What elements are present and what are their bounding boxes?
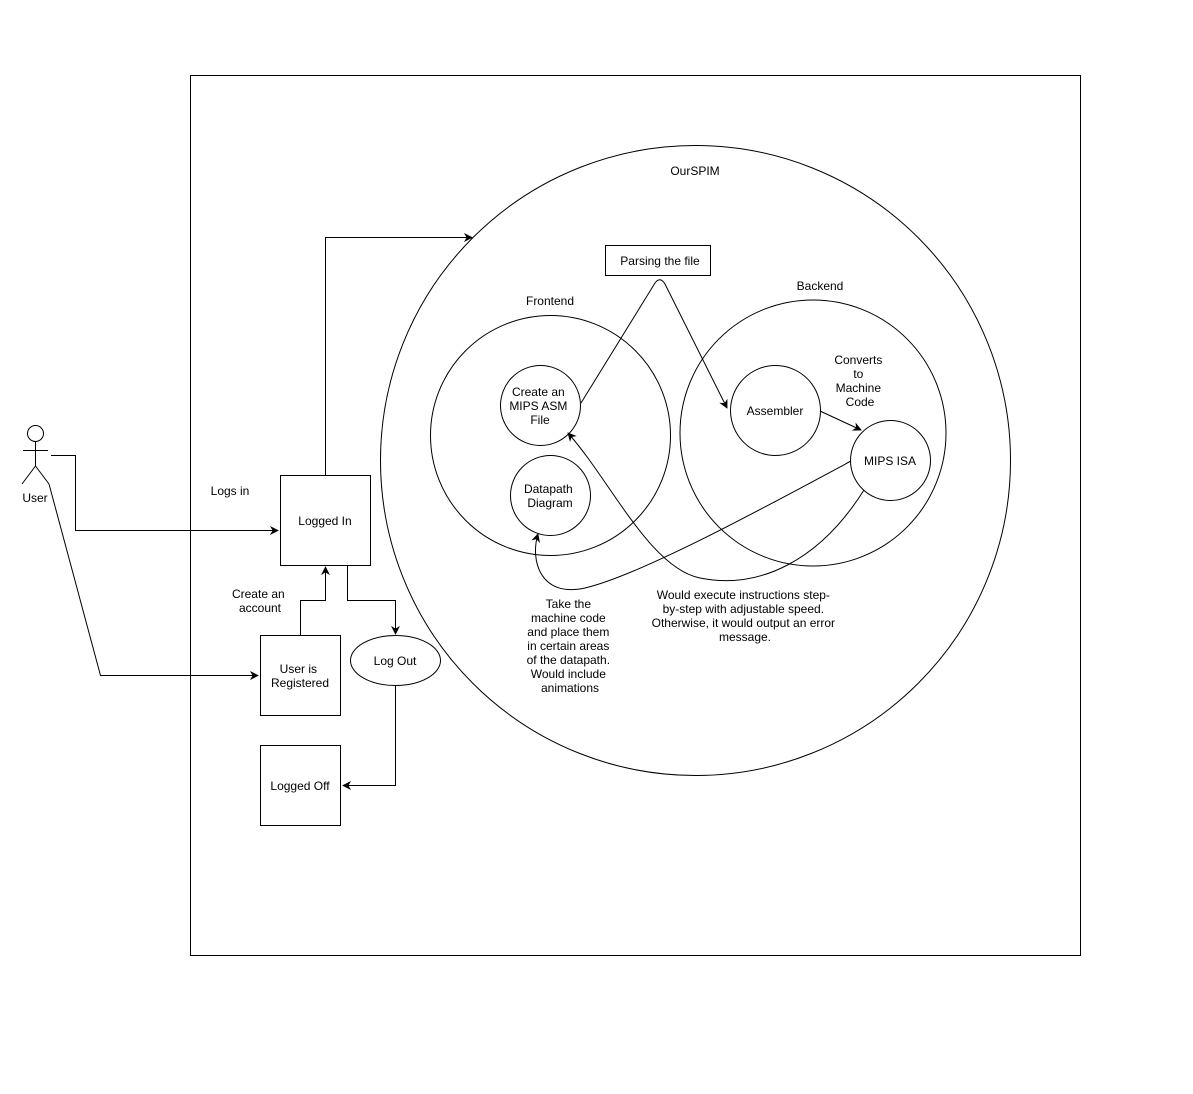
log-out-ellipse[interactable] bbox=[350, 635, 441, 686]
execute-note: Would execute instructions step- by-step… bbox=[652, 588, 839, 644]
assembler-circle[interactable] bbox=[730, 365, 821, 456]
datapath-note: Take the machine code and place them in … bbox=[527, 597, 614, 695]
backend-circle bbox=[679, 299, 947, 567]
frontend-circle bbox=[430, 315, 671, 556]
backend-title: Backend bbox=[797, 279, 844, 293]
user-registered-box[interactable] bbox=[260, 635, 341, 716]
logs-in-label: Logs in bbox=[211, 484, 250, 498]
parsing-edge bbox=[580, 279, 728, 409]
parsing-label: Parsing the file bbox=[620, 254, 700, 268]
logged-off-box[interactable] bbox=[260, 745, 341, 826]
assembler-label: Assembler bbox=[747, 404, 804, 418]
actor-to-registered-edge bbox=[48, 483, 259, 680]
stick-figure-icon[interactable] bbox=[21, 425, 50, 485]
assembler-to-isa-edge bbox=[819, 410, 862, 431]
ourspim-title: OurSPIM bbox=[670, 164, 719, 178]
datapath-circle[interactable] bbox=[510, 455, 591, 536]
user-registered-label: User is Registered bbox=[271, 662, 329, 690]
actor-to-loggedin-edge bbox=[51, 455, 279, 535]
loggedin-to-ourspim-edge bbox=[325, 233, 473, 475]
converts-label: Converts to Machine Code bbox=[834, 353, 885, 409]
logged-in-box[interactable] bbox=[280, 475, 371, 566]
mips-isa-label: MIPS ISA bbox=[864, 454, 916, 468]
create-file-circle[interactable] bbox=[500, 365, 581, 446]
registered-to-loggedin-edge bbox=[300, 566, 330, 635]
ourspim-circle bbox=[380, 145, 1011, 776]
log-out-label: Log Out bbox=[374, 654, 417, 668]
create-account-label: Create an account bbox=[232, 587, 288, 615]
create-file-label: Create an MIPS ASM File bbox=[509, 385, 570, 427]
logout-to-loggedoff-edge bbox=[342, 686, 396, 790]
isa-to-datapath-edge bbox=[531, 460, 852, 591]
logged-in-label: Logged In bbox=[298, 514, 351, 528]
logged-off-label: Logged Off bbox=[270, 779, 330, 793]
parsing-box[interactable] bbox=[605, 245, 711, 276]
isa-to-createfile-edge bbox=[567, 432, 865, 582]
loggedin-to-logout-edge bbox=[347, 566, 400, 635]
frontend-title: Frontend bbox=[526, 294, 574, 308]
datapath-label: Datapath Diagram bbox=[524, 482, 576, 510]
mips-isa-circle[interactable] bbox=[850, 420, 931, 501]
actor-label: User bbox=[22, 491, 47, 505]
